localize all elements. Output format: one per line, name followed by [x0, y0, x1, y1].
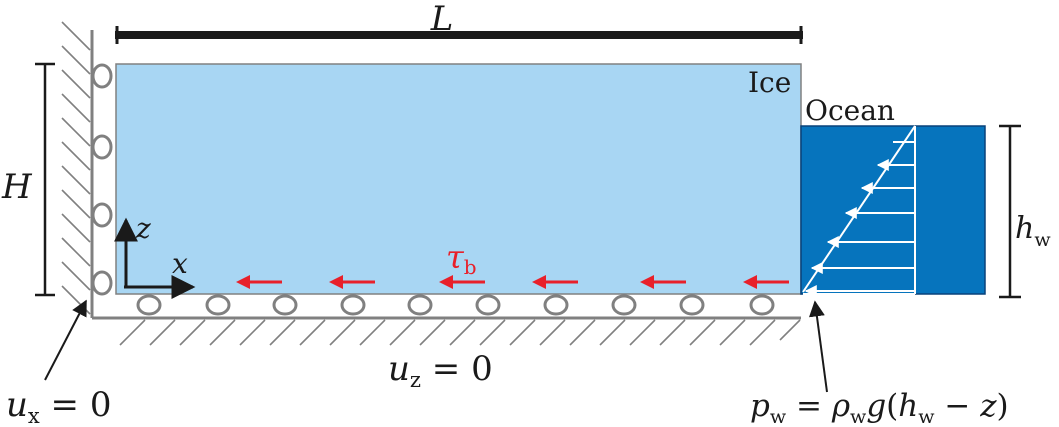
- roller: [91, 270, 113, 296]
- roller: [679, 294, 705, 316]
- roller: [91, 63, 113, 89]
- left-wall-hatching: [61, 21, 91, 315]
- pressure-bc-label: pw = ρwg(hw − z): [750, 388, 1009, 427]
- hydrostatic-pressure-profile: [802, 125, 916, 297]
- roller: [543, 294, 569, 316]
- roller: [205, 294, 231, 316]
- roller: [611, 294, 637, 316]
- roller: [272, 294, 298, 316]
- roller: [340, 294, 366, 316]
- left-bc-pointer: [44, 299, 87, 381]
- water-depth-label: hw: [1015, 211, 1051, 251]
- roller: [407, 294, 433, 316]
- left-rollers: [91, 63, 113, 296]
- length-label: L: [430, 0, 454, 39]
- roller: [475, 294, 501, 316]
- bed-hatching: [119, 319, 801, 346]
- pressure-bc-pointer: [808, 300, 828, 393]
- z-axis-label: z: [135, 212, 151, 245]
- bottom-rollers: [136, 294, 775, 316]
- roller: [136, 294, 162, 316]
- roller: [91, 134, 113, 160]
- ocean-block: [800, 125, 986, 295]
- x-axis-label: x: [172, 247, 188, 280]
- ocean-label: Ocean: [805, 94, 895, 127]
- basal-stress-label: τb: [446, 238, 477, 279]
- basal-stress-arrows: [236, 275, 789, 289]
- length-bar: [115, 31, 803, 39]
- roller: [91, 202, 113, 228]
- left-bc-label: ux = 0: [6, 385, 112, 427]
- ice-label: Ice: [748, 66, 791, 99]
- roller: [749, 294, 775, 316]
- ice-block: [115, 63, 802, 295]
- height-label: H: [1, 167, 33, 207]
- bottom-bc-label: uz = 0: [388, 349, 493, 392]
